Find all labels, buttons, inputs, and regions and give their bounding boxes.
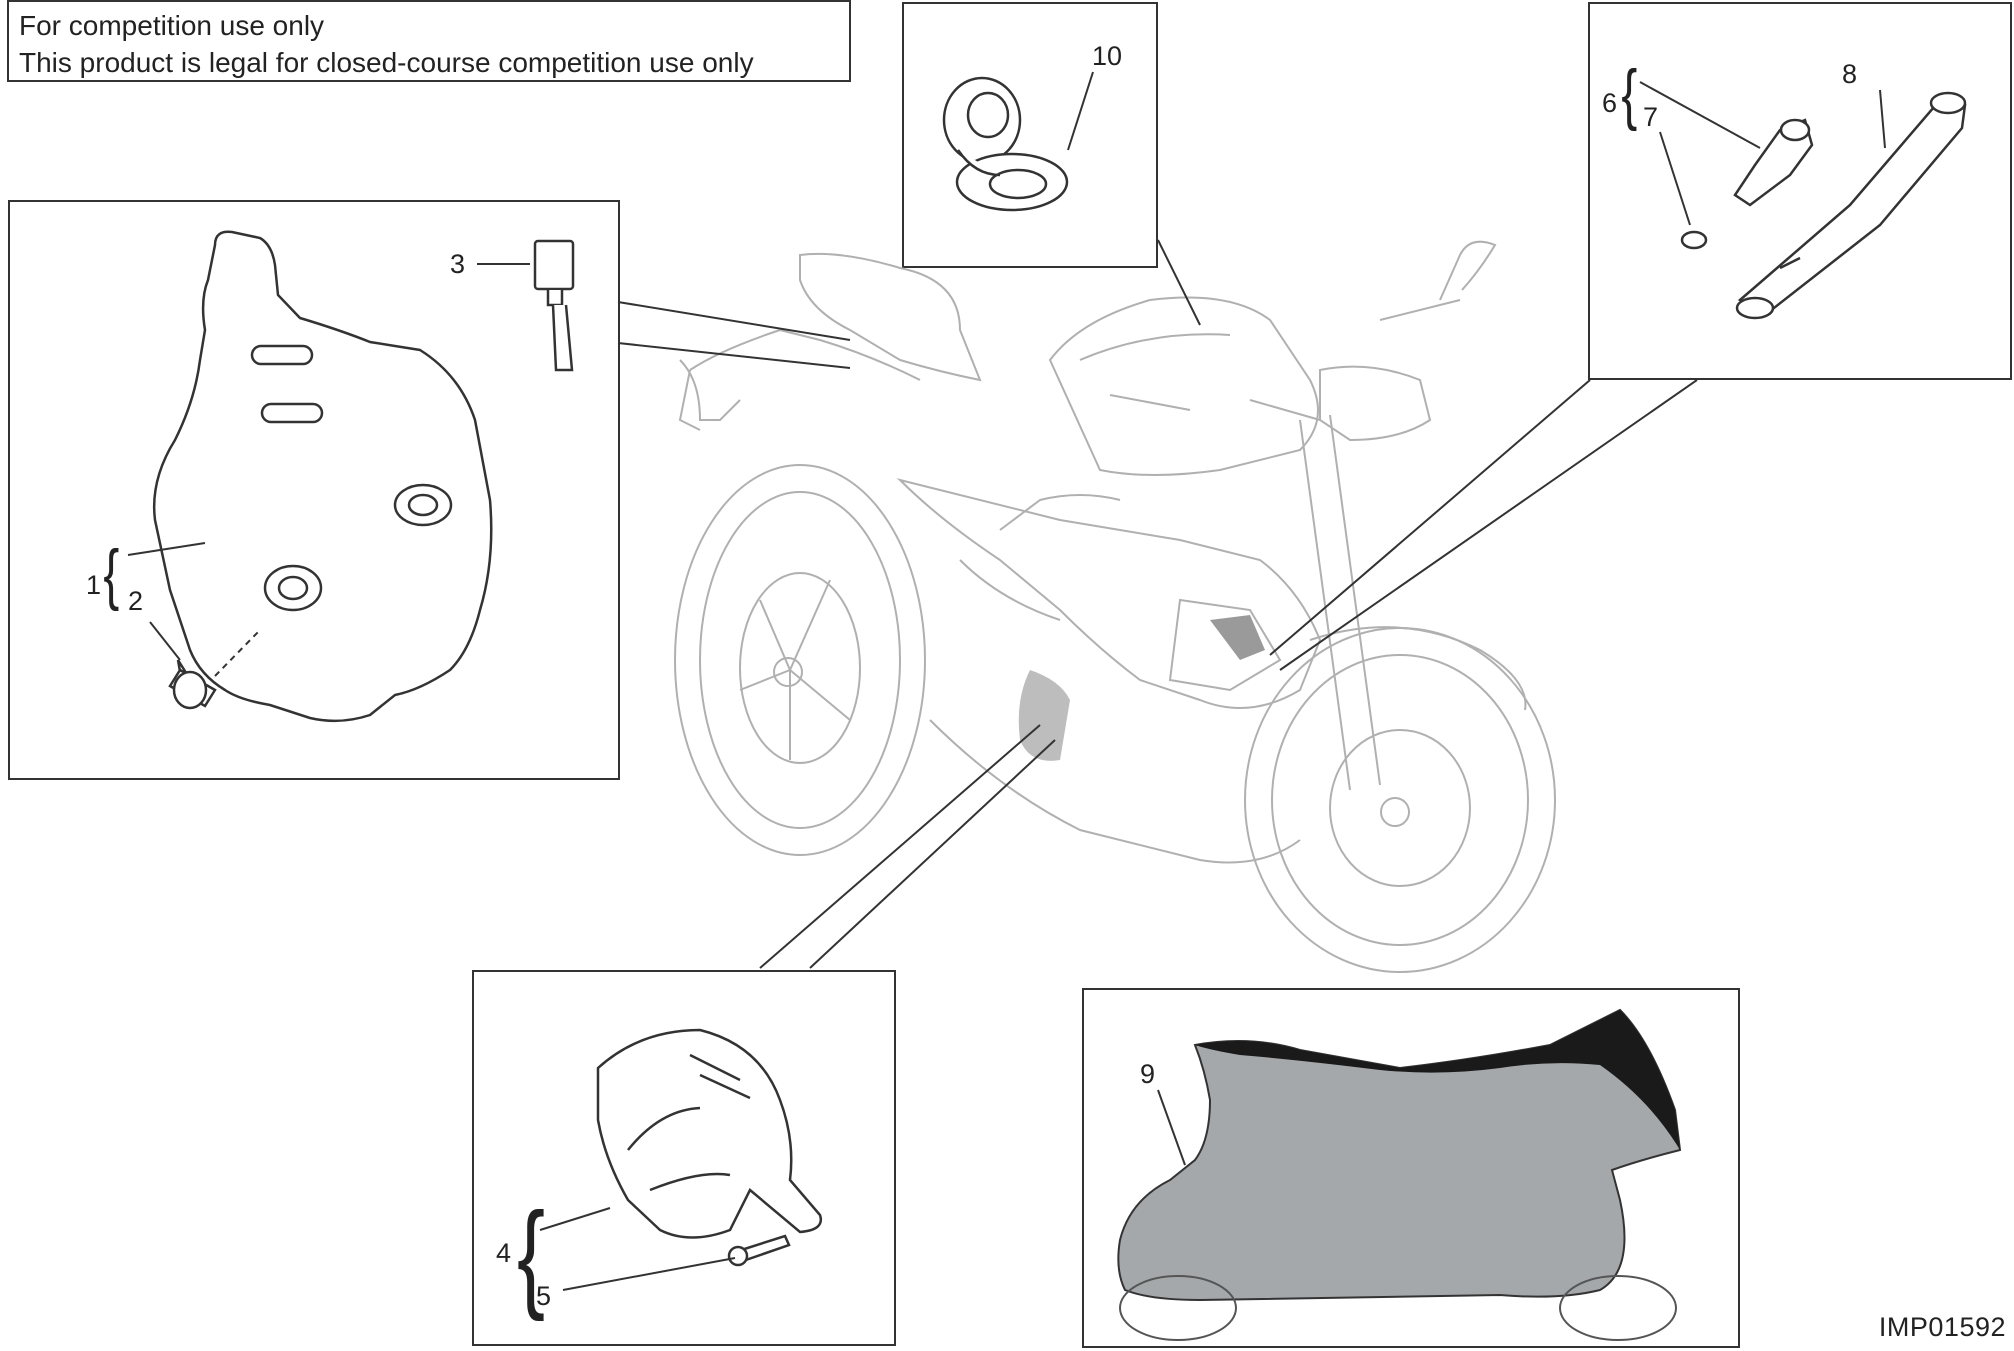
- notice-line-2: This product is legal for closed-course …: [19, 47, 754, 78]
- brace-6-7: {: [1621, 56, 1638, 132]
- leader-lines: [617, 239, 1698, 969]
- image-reference-code: IMP01592: [1878, 1312, 2006, 1342]
- brace-1-2: {: [103, 536, 120, 612]
- callout-9: 9: [1140, 1059, 1156, 1089]
- bike-cover-part: [1117, 1008, 1682, 1341]
- callout-6: 6: [1602, 88, 1618, 118]
- callout-2: 2: [128, 586, 144, 616]
- fuel-cap-part: [942, 76, 1069, 212]
- sprocket-cover-part: [596, 1028, 823, 1239]
- screw-part: [168, 668, 217, 710]
- callout-4: 4: [496, 1238, 512, 1268]
- callout-7: 7: [1643, 102, 1659, 132]
- callout-5: 5: [536, 1281, 552, 1311]
- bolt-part: [727, 1234, 791, 1267]
- callout-10: 10: [1092, 41, 1123, 71]
- heat-shield-part: [152, 230, 493, 723]
- panel-tools: [1588, 2, 2012, 380]
- panel-fuel-cap: [902, 2, 1158, 268]
- motorcycle-illustration: [674, 240, 1556, 973]
- wrench-bar-part: [1735, 91, 1967, 320]
- socket-tool-part: [1680, 118, 1814, 250]
- sprocket-cover-highlight: [1018, 670, 1070, 761]
- callout-3: 3: [450, 249, 466, 279]
- heat-shield-highlight: [1210, 615, 1265, 660]
- competition-notice: For competition use only This product is…: [7, 0, 851, 82]
- connector-part: [533, 239, 575, 372]
- notice-line-1: For competition use only: [19, 10, 325, 41]
- callout-8: 8: [1842, 59, 1858, 89]
- callout-1: 1: [86, 570, 102, 600]
- brace-4-5: {: [517, 1188, 546, 1322]
